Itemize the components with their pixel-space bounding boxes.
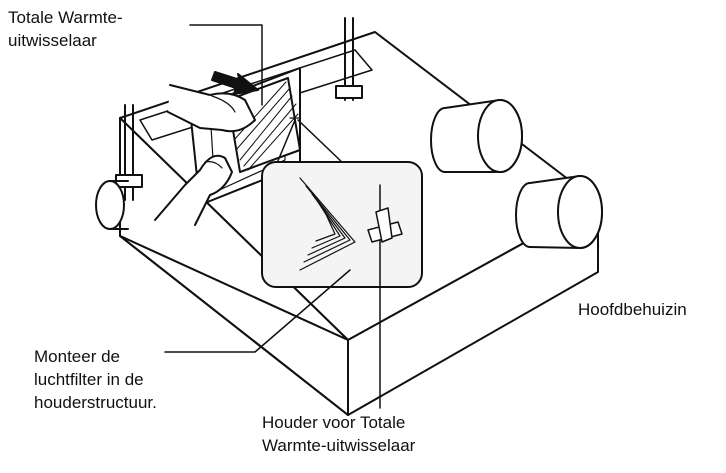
label-main-housing: Hoofdbehuizin — [578, 300, 687, 319]
label-air-filter-line-2: luchtfilter in de — [34, 370, 144, 389]
hanging-rods — [115, 17, 363, 201]
inset-holder-bracket — [367, 184, 403, 283]
magnified-inset — [261, 117, 423, 288]
label-holder-line-1: Houder voor Totale — [262, 413, 406, 432]
insertion-arrow — [211, 71, 259, 95]
hand-lower — [154, 154, 233, 226]
label-air-filter-line-1: Monteer de — [34, 347, 120, 366]
hand-upper — [167, 84, 256, 133]
right-duct-port-lower — [515, 175, 603, 249]
left-duct-port — [95, 180, 129, 230]
label-heat-exchanger: Totale Warmte- uitwisselaar — [8, 6, 123, 52]
label-air-filter-instruction: Monteer de luchtfilter in de houderstruc… — [34, 345, 157, 414]
label-holder-line-2: Warmte-uitwisselaar — [262, 436, 416, 455]
leader-line-heat-exchanger — [189, 24, 263, 106]
label-heat-exchanger-line-1: Totale Warmte- — [8, 8, 123, 27]
right-duct-port-upper — [430, 99, 523, 173]
label-air-filter-line-3: houderstructuur. — [34, 393, 157, 412]
label-holder: Houder voor Totale Warmte-uitwisselaar — [262, 411, 415, 457]
leader-line-air-filter — [164, 269, 351, 353]
label-heat-exchanger-line-2: uitwisselaar — [8, 31, 97, 50]
inset-exchanger-edge — [299, 177, 356, 271]
